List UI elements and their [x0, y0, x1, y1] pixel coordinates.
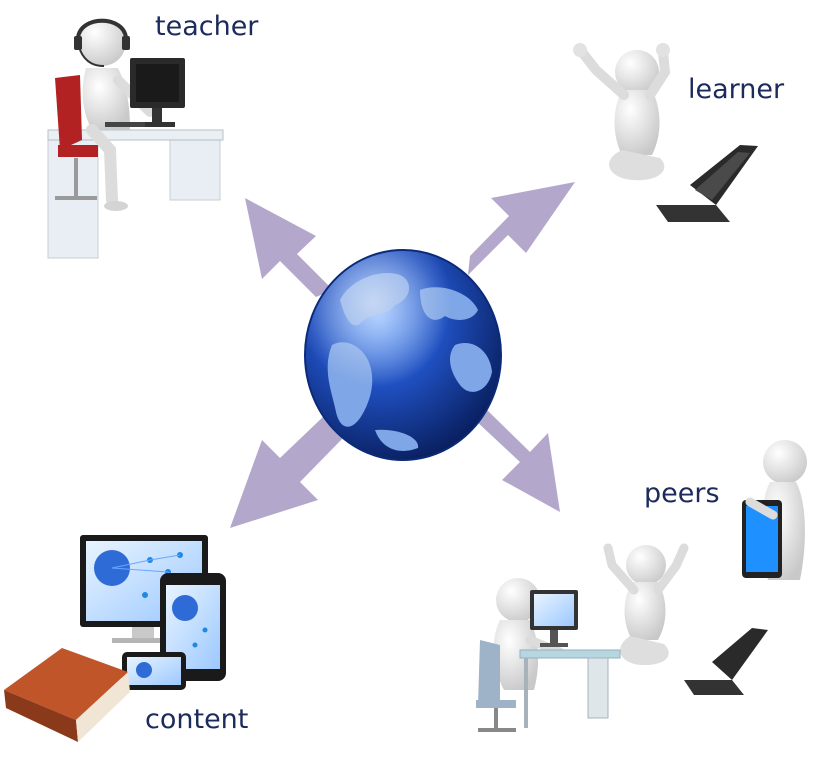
teacher-at-desk-icon: [47, 18, 224, 259]
label-learner: learner: [688, 74, 785, 105]
arrow-to-peers: [475, 409, 560, 512]
arrow-to-content: [230, 415, 343, 528]
globe-icon: [304, 249, 502, 461]
label-content: content: [145, 704, 249, 735]
label-teacher: teacher: [155, 11, 259, 42]
label-peers: peers: [644, 478, 720, 509]
peer-group-icon: [476, 440, 807, 732]
content-devices-and-book-icon: ?: [4, 535, 226, 742]
cheering-learner-with-laptop-icon: [573, 43, 758, 222]
arrow-to-learner: [468, 182, 575, 275]
arrow-to-teacher: [245, 198, 333, 297]
